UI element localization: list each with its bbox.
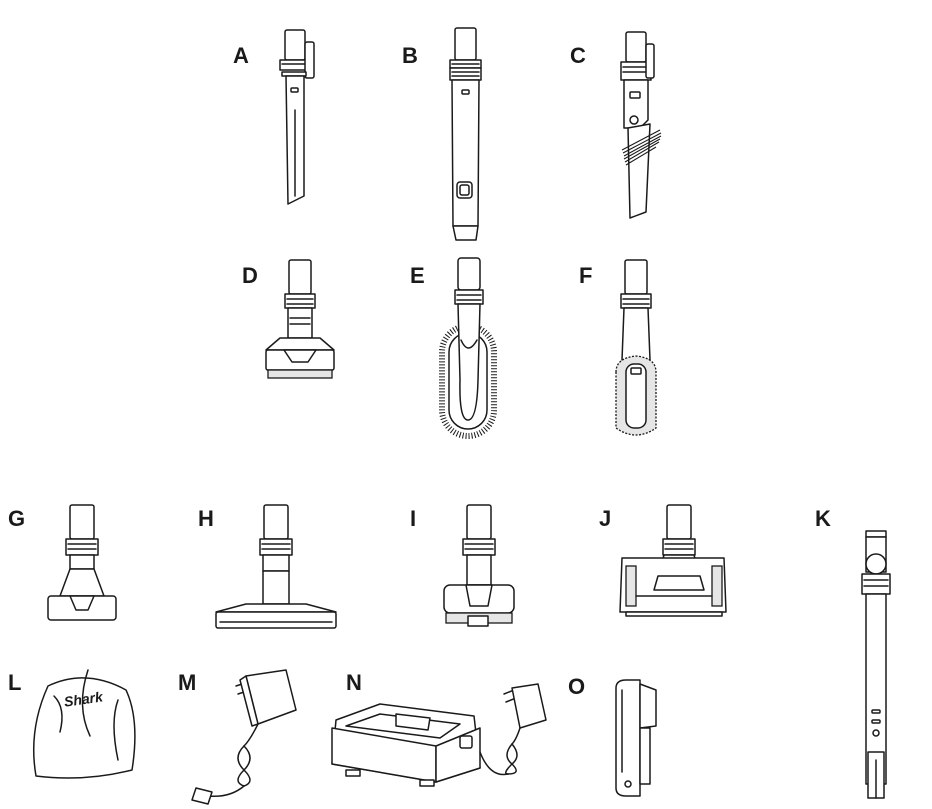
mini-brush-d bbox=[265, 259, 335, 379]
label-f: F bbox=[579, 263, 593, 288]
label-g: G bbox=[8, 506, 26, 531]
label-j: J bbox=[599, 506, 612, 531]
crevice-tool-a bbox=[279, 29, 315, 205]
crevice-brush-tool-c bbox=[620, 31, 662, 219]
long-crevice-tool-b bbox=[449, 27, 482, 241]
dusting-brush-f bbox=[615, 259, 657, 436]
label-o: O bbox=[568, 674, 586, 699]
label-b: B bbox=[402, 43, 418, 68]
flexible-brush-e bbox=[439, 257, 497, 439]
wand-k bbox=[861, 530, 891, 799]
label-c: C bbox=[570, 43, 586, 68]
wide-upholstery-tool-h bbox=[215, 504, 337, 629]
motorized-pet-tool-j bbox=[619, 504, 727, 617]
bag-logo: Shark bbox=[63, 688, 105, 709]
label-k: K bbox=[815, 506, 831, 531]
label-e: E bbox=[410, 263, 425, 288]
label-m: M bbox=[178, 670, 197, 695]
label-l: L bbox=[8, 670, 22, 695]
label-i: I bbox=[410, 506, 417, 531]
battery-o bbox=[615, 679, 657, 797]
upholstery-tool-g bbox=[47, 504, 117, 621]
label-d: D bbox=[242, 263, 258, 288]
label-n: N bbox=[346, 670, 362, 695]
storage-bag-l bbox=[32, 669, 136, 779]
label-a: A bbox=[233, 43, 249, 68]
label-h: H bbox=[198, 506, 214, 531]
charger-m bbox=[191, 669, 297, 805]
charging-dock-n bbox=[331, 683, 547, 787]
pet-multi-tool-i bbox=[443, 504, 515, 627]
